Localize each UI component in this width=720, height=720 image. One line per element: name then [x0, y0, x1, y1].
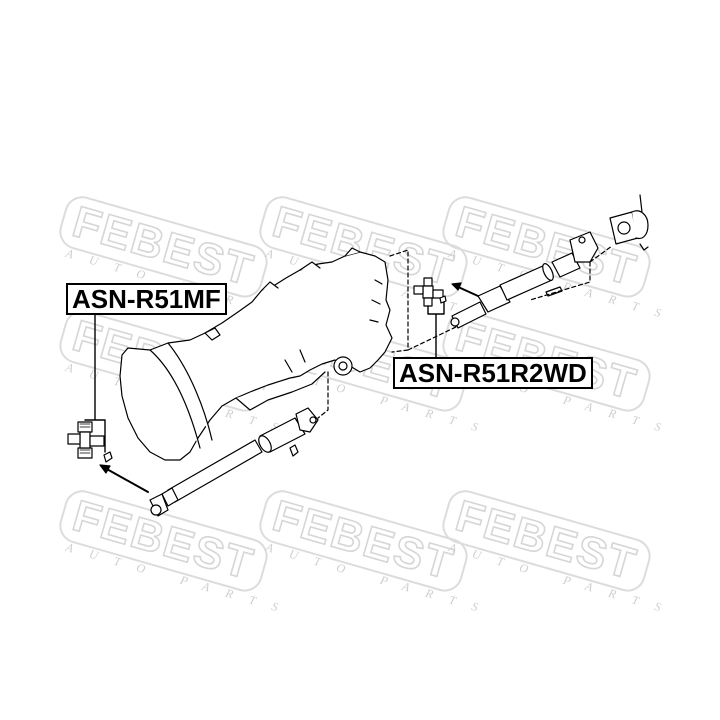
rear-alignment-line: [589, 245, 613, 263]
rear-u-joint-spider: [413, 277, 447, 307]
transmission: [119, 247, 393, 461]
rear-shaft-guide-line: [407, 325, 459, 351]
rear-flange: [609, 194, 649, 251]
rear-label-leader: [427, 301, 445, 359]
part-label-rear: ASN-R51R2WD: [393, 357, 593, 389]
alignment-line: [317, 371, 329, 419]
rear-arrow: [451, 282, 479, 297]
part-label-front: ASN-R51MF: [66, 283, 227, 315]
front-label-leader: [84, 307, 106, 453]
front-u-joint-spider: [67, 421, 113, 463]
front-arrow: [99, 464, 149, 493]
rear-alignment-line-2: [529, 261, 591, 301]
transmission-guide-line: [389, 249, 409, 353]
front-propeller-shaft: [149, 407, 319, 517]
rear-propeller-shaft: [450, 231, 599, 329]
